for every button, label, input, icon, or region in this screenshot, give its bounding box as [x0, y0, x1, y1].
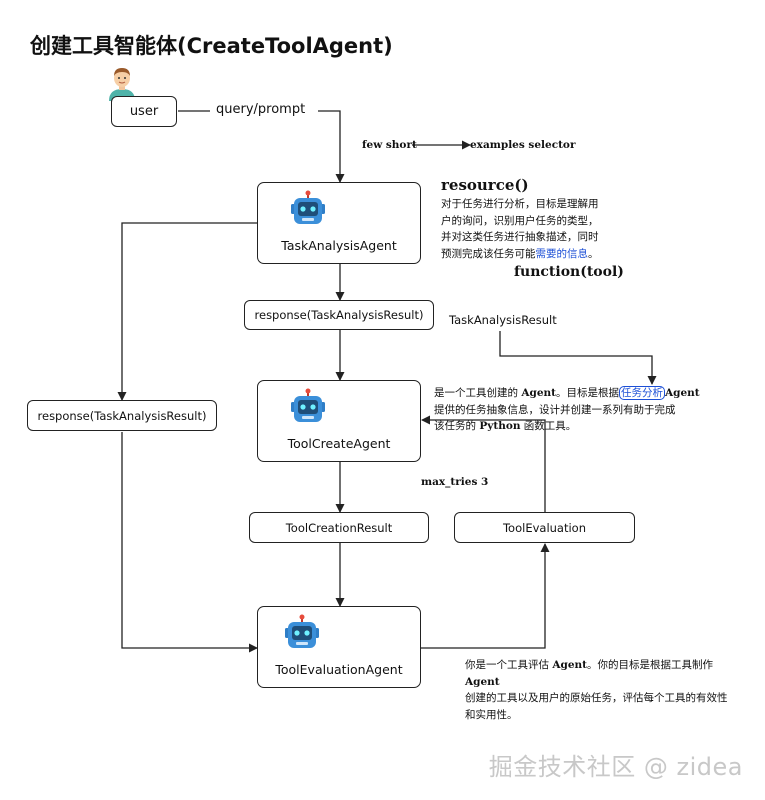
desc-text: Agent [552, 659, 587, 671]
robot-icon [285, 614, 319, 648]
desc-text: 该任务的 [434, 420, 480, 432]
tool-evaluation-agent-node: ToolEvaluationAgent [257, 606, 421, 688]
desc-text: 预测完成该任务可能 [441, 247, 536, 260]
desc-line: 户的询问，识别用户任务的类型， [441, 214, 599, 227]
tool-creation-result-node: ToolCreationResult [249, 512, 429, 543]
desc-line: 对于任务进行分析，目标是理解用 [441, 198, 599, 210]
desc-text: Python [479, 420, 521, 432]
user-label: user [129, 104, 159, 119]
resource-heading: resource() [441, 176, 529, 194]
robot-icon [291, 388, 325, 422]
function-heading: function(tool) [514, 264, 624, 280]
response-center-label: response(TaskAnalysisResult) [254, 308, 424, 322]
query-prompt-label: query/prompt [216, 102, 306, 117]
desc-text: 。目标是根据 [556, 387, 619, 399]
tool-evaluation-node: ToolEvaluation [454, 512, 635, 543]
edge-result-to-analysis [499, 331, 657, 385]
task-analysis-agent-node: TaskAnalysisAgent [257, 182, 421, 264]
desc-text: Agent [521, 387, 556, 399]
desc-text: 是一个工具创建的 [434, 387, 522, 399]
desc-text: 。 [588, 247, 599, 260]
response-center-node: response(TaskAnalysisResult) [244, 300, 434, 330]
edge-left-tooleval [121, 432, 258, 653]
highlight-text: 任务分析 [619, 386, 665, 400]
edge-task-left [117, 222, 257, 401]
desc-line: Agent [465, 675, 500, 688]
desc-text: 。你的目标是根据工具制作 [587, 659, 713, 671]
tool-evaluation-label: ToolEvaluation [502, 520, 586, 535]
desc-line: 你是一个工具评估 Agent。你的目标是根据工具制作 [465, 657, 755, 674]
task-analysis-agent-label: TaskAnalysisAgent [281, 238, 397, 253]
tool-creation-result-label: ToolCreationResult [285, 520, 393, 535]
desc-text: 你是一个工具评估 [465, 659, 553, 671]
edge-evaluation-toolcreate [421, 415, 546, 512]
task-analysis-result-label: TaskAnalysisResult [449, 313, 557, 327]
desc-line: 该任务的 Python 函数工具。 [434, 418, 734, 435]
few-short-label: few short [362, 139, 417, 151]
desc-text: 函数工具。 [520, 420, 577, 432]
max-tries-label: max_tries 3 [421, 476, 489, 488]
desc-line: 并对这类任务进行抽象描述，同时 [441, 231, 599, 243]
desc-line: 提供的任务抽象信息，设计并创建一系列有助于完成 [434, 403, 676, 416]
desc-line: 创建的工具以及用户的原始任务，评估每个工具的有效性 [465, 692, 728, 704]
task-analysis-description: 对于任务进行分析，目标是理解用 户的询问，识别用户任务的类型， 并对这类任务进行… [441, 196, 641, 262]
desc-text: Agent [665, 387, 700, 399]
tool-evaluation-agent-label: ToolEvaluationAgent [275, 662, 403, 677]
highlight-text: 需要的信息 [535, 247, 589, 260]
response-left-label: response(TaskAnalysisResult) [37, 408, 207, 423]
tool-evaluation-description: 你是一个工具评估 Agent。你的目标是根据工具制作 Agent 创建的工具以及… [465, 657, 755, 723]
desc-line: 和实用性。 [465, 708, 518, 721]
examples-selector-label: examples selector [470, 139, 576, 151]
edge-query-task [318, 110, 345, 183]
page-title: 创建工具智能体(CreateToolAgent) [30, 34, 393, 58]
edge-tooleval-evaluation [421, 543, 550, 649]
tool-create-agent-node: ToolCreateAgent [257, 380, 421, 462]
desc-line: 预测完成该任务可能需要的信息。 [441, 246, 641, 263]
tool-create-agent-label: ToolCreateAgent [287, 436, 391, 451]
watermark: 掘金技术社区 @ zidea [488, 753, 743, 781]
response-left-node: response(TaskAnalysisResult) [27, 400, 217, 431]
robot-icon [291, 190, 325, 224]
user-node: user [111, 96, 177, 127]
